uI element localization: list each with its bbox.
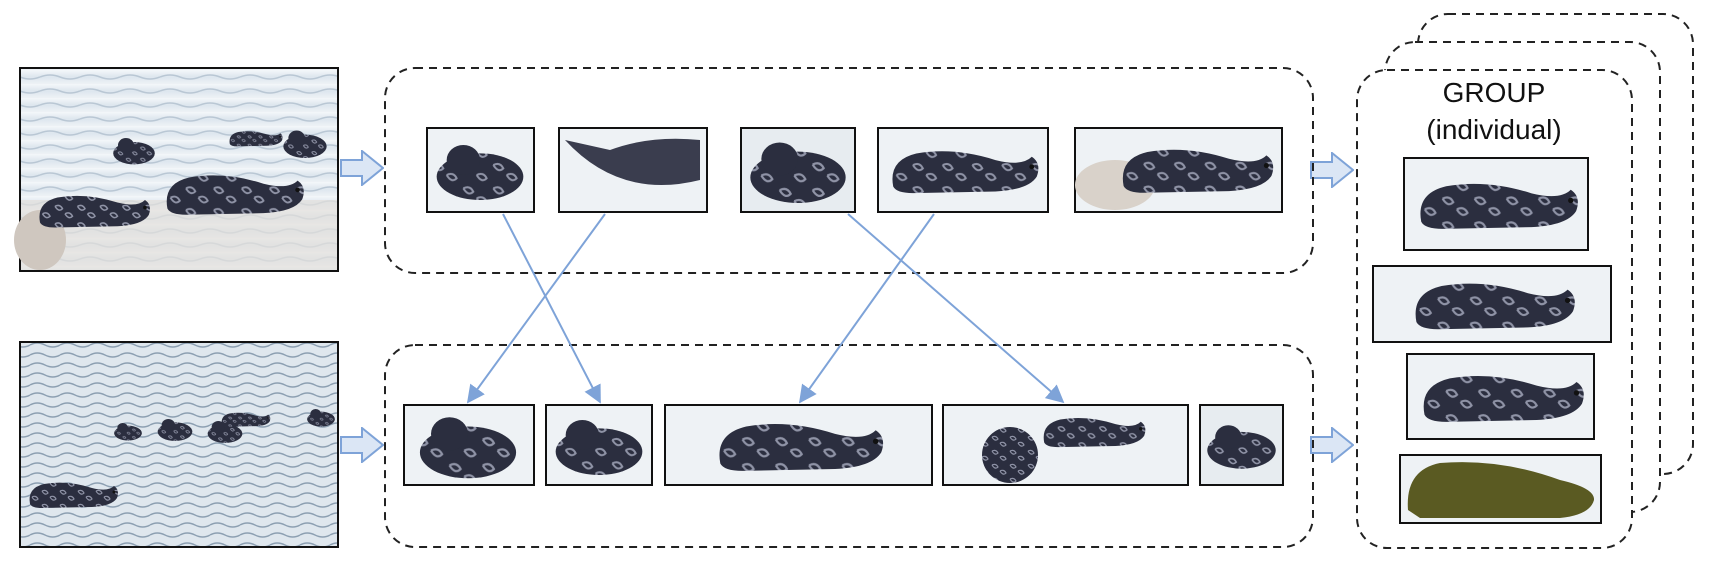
group-crop-2 xyxy=(1372,265,1612,343)
crop-2-2 xyxy=(545,404,653,486)
crop-1-2 xyxy=(558,127,708,213)
flow-arrow-icon xyxy=(1310,427,1354,463)
group-crop-3 xyxy=(1406,353,1595,440)
group-title: GROUP xyxy=(1443,77,1546,108)
flow-arrow-icon xyxy=(1310,152,1354,188)
source-photo-2 xyxy=(19,341,339,548)
flow-arrow-icon xyxy=(340,427,384,463)
flow-arrow-icon xyxy=(340,150,384,186)
crop-1-1 xyxy=(426,127,535,213)
match-arrow xyxy=(466,213,606,404)
crop-2-1 xyxy=(403,404,535,486)
group-stack: GROUP (individual) xyxy=(1356,13,1694,549)
match-arrows xyxy=(466,213,1065,404)
source-photo-1 xyxy=(14,67,339,272)
group-subtitle: (individual) xyxy=(1426,114,1561,145)
match-arrow xyxy=(798,213,935,404)
match-arrow xyxy=(847,213,1065,404)
crop-1-4 xyxy=(877,127,1049,213)
crops-container-1 xyxy=(384,67,1314,274)
group-crop-4 xyxy=(1399,454,1602,524)
crop-1-5 xyxy=(1074,127,1283,213)
crop-2-3 xyxy=(664,404,933,486)
crops-container-2 xyxy=(384,344,1314,548)
crop-2-4 xyxy=(942,404,1189,486)
crop-1-3 xyxy=(740,127,856,213)
crop-2-5 xyxy=(1199,404,1284,486)
group-crop-1 xyxy=(1403,157,1589,251)
match-arrow xyxy=(502,213,601,404)
